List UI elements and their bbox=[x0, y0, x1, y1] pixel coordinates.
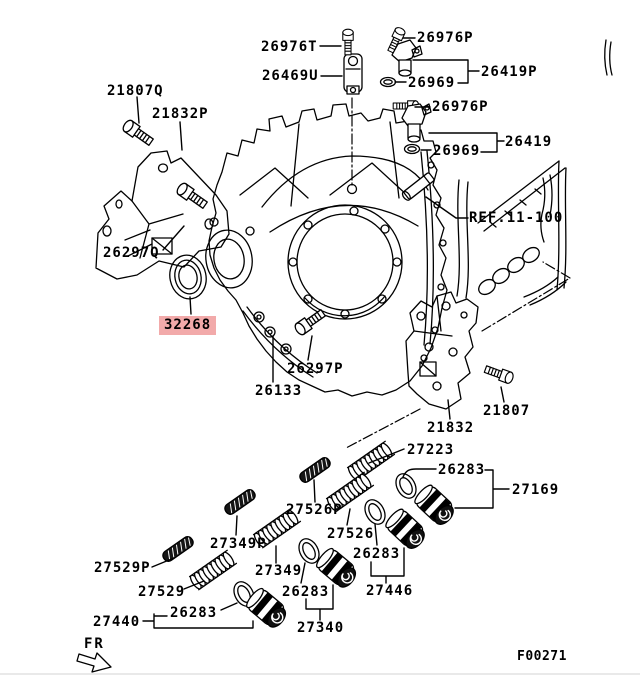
sensor-26419 bbox=[401, 103, 432, 143]
part-label-26419P[interactable]: 26419P bbox=[481, 64, 538, 80]
valve-27169 bbox=[411, 481, 460, 529]
part-label-26283-a[interactable]: 26283 bbox=[438, 462, 486, 478]
part-label-26283-c[interactable]: 26283 bbox=[282, 584, 330, 600]
part-label-32268[interactable]: 32268 bbox=[159, 316, 217, 335]
bell-housing bbox=[205, 103, 448, 397]
leader-lines bbox=[136, 37, 510, 629]
bolt-21807 bbox=[482, 362, 516, 386]
oring-26283-a bbox=[391, 469, 421, 503]
part-label-27349P[interactable]: 27349P bbox=[210, 536, 267, 552]
fr-arrow-icon bbox=[76, 652, 112, 673]
part-label-26419[interactable]: 26419 bbox=[505, 134, 553, 150]
engine-block bbox=[456, 39, 613, 306]
part-label-27349[interactable]: 27349 bbox=[255, 563, 303, 579]
part-label-26283-d[interactable]: 26283 bbox=[170, 605, 218, 621]
sensor-26469U bbox=[343, 53, 363, 95]
part-label-21832P[interactable]: 21832P bbox=[152, 106, 209, 122]
part-label-26976P-1[interactable]: 26976P bbox=[417, 30, 474, 46]
part-label-26297Q[interactable]: 26297Q bbox=[103, 245, 160, 261]
part-label-26297P[interactable]: 26297P bbox=[287, 361, 344, 377]
spring-27529P bbox=[160, 534, 196, 564]
part-label-21807Q[interactable]: 21807Q bbox=[107, 83, 164, 99]
part-label-26969-1[interactable]: 26969 bbox=[408, 75, 456, 91]
part-label-21832[interactable]: 21832 bbox=[427, 420, 475, 436]
spring-27223 bbox=[345, 440, 396, 483]
sensor-26419P bbox=[391, 39, 423, 77]
part-label-27526[interactable]: 27526 bbox=[327, 526, 375, 542]
part-label-26283-b[interactable]: 26283 bbox=[353, 546, 401, 562]
bolt-26297P bbox=[292, 306, 328, 338]
part-label-27440[interactable]: 27440 bbox=[93, 614, 141, 630]
part-label-27529[interactable]: 27529 bbox=[138, 584, 186, 600]
bolt-26976T bbox=[342, 28, 354, 56]
spring-27349P bbox=[222, 487, 258, 517]
part-label-27223[interactable]: 27223 bbox=[407, 442, 455, 458]
part-label-27446[interactable]: 27446 bbox=[366, 583, 414, 599]
part-label-27526P[interactable]: 27526P bbox=[286, 502, 343, 518]
part-label-21807[interactable]: 21807 bbox=[483, 403, 531, 419]
part-label-FR: FR bbox=[84, 636, 105, 652]
oring-26283-b bbox=[360, 495, 390, 529]
spring-27526P bbox=[297, 455, 333, 485]
part-label-REF-11-100[interactable]: REF.11-100 bbox=[469, 210, 564, 226]
center-lines bbox=[345, 97, 571, 449]
oil-seal-32268 bbox=[169, 254, 207, 300]
bracket-21832P bbox=[95, 150, 230, 280]
oring-26969-2 bbox=[403, 143, 421, 155]
bracket-21832 bbox=[405, 291, 479, 410]
part-label-26469U[interactable]: 26469U bbox=[262, 68, 319, 84]
part-label-27340[interactable]: 27340 bbox=[297, 620, 345, 636]
oring-26969-1 bbox=[379, 76, 397, 88]
bolt-21807Q bbox=[120, 117, 156, 149]
bottom-divider bbox=[0, 673, 640, 675]
dowel-ref-11-100 bbox=[401, 172, 435, 201]
part-label-26969-2[interactable]: 26969 bbox=[433, 143, 481, 159]
part-label-26976T[interactable]: 26976T bbox=[261, 39, 318, 55]
part-label-27169[interactable]: 27169 bbox=[512, 482, 560, 498]
part-label-26133[interactable]: 26133 bbox=[255, 383, 303, 399]
bolt-26297Q bbox=[174, 180, 210, 212]
part-label-26976P-2[interactable]: 26976P bbox=[432, 99, 489, 115]
part-label-27529P[interactable]: 27529P bbox=[94, 560, 151, 576]
part-label-F00271: F00271 bbox=[517, 649, 567, 664]
